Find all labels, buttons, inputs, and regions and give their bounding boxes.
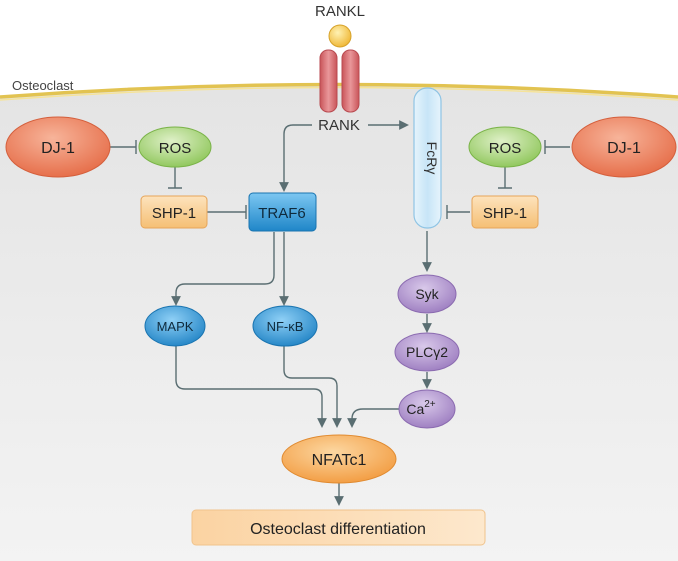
- ros-node-right: [468, 126, 542, 168]
- traf6-label: TRAF6: [258, 205, 306, 222]
- ros-node-left: [138, 126, 212, 168]
- shp1-label-left: SHP-1: [152, 205, 196, 222]
- plcg2-node: [394, 332, 460, 372]
- rank-label: RANK: [318, 117, 360, 134]
- calcium-superscript: 2+: [424, 399, 436, 410]
- dj1-node-right: [571, 116, 677, 178]
- inhibit-shp1-fcrg: [446, 205, 470, 219]
- dj1-label-right: DJ-1: [607, 140, 641, 157]
- shp1-node-left: [140, 195, 208, 229]
- rank-receptor: [319, 49, 360, 113]
- calcium-text: Ca: [406, 401, 424, 417]
- ros-label-left: ROS: [159, 140, 192, 157]
- rankl-ligand: [328, 24, 352, 48]
- arrow-mapk-nfatc1: [175, 346, 327, 428]
- fcrg-receptor: [413, 87, 442, 229]
- mapk-label: MAPK: [157, 319, 194, 334]
- differentiation-box: [191, 509, 486, 546]
- nfkb-node: [252, 305, 318, 347]
- dj1-label-left: DJ-1: [41, 140, 75, 157]
- nfkb-label: NF-κB: [267, 319, 304, 334]
- inhibit-dj1-ros-left: [109, 140, 137, 154]
- traf6-node: [248, 192, 317, 232]
- mapk-node: [144, 305, 206, 347]
- rankl-label: RANKL: [315, 3, 365, 20]
- arrow-nfkb-nfatc1: [283, 346, 342, 428]
- inhibit-shp1-traf6: [207, 205, 247, 219]
- ros-label-right: ROS: [489, 140, 522, 157]
- arrow-rank-traf6: [279, 124, 312, 192]
- syk-node: [397, 274, 457, 314]
- nfatc1-label: NFATc1: [312, 452, 367, 469]
- dj1-node-left: [5, 116, 111, 178]
- shp1-node-right: [471, 195, 539, 229]
- plcg2-label: PLCγ2: [406, 344, 448, 360]
- differentiation-label: Osteoclast differentiation: [250, 521, 426, 538]
- inhibit-ros-shp1-right: [498, 167, 512, 189]
- shp1-label-right: SHP-1: [483, 205, 527, 222]
- calcium-node: [398, 389, 456, 429]
- fcrg-label: FcRγ: [424, 142, 440, 175]
- osteoclast-label: Osteoclast: [12, 78, 74, 93]
- arrow-ca-nfatc1: [347, 408, 400, 428]
- calcium-label: Ca2+: [406, 399, 435, 417]
- cell-membrane: [0, 82, 678, 99]
- inhibit-dj1-ros-right: [544, 140, 570, 154]
- nfatc1-node: [281, 434, 397, 484]
- syk-label: Syk: [415, 286, 439, 302]
- arrow-traf6-mapk: [171, 232, 275, 306]
- inhibit-ros-shp1-left: [168, 167, 182, 189]
